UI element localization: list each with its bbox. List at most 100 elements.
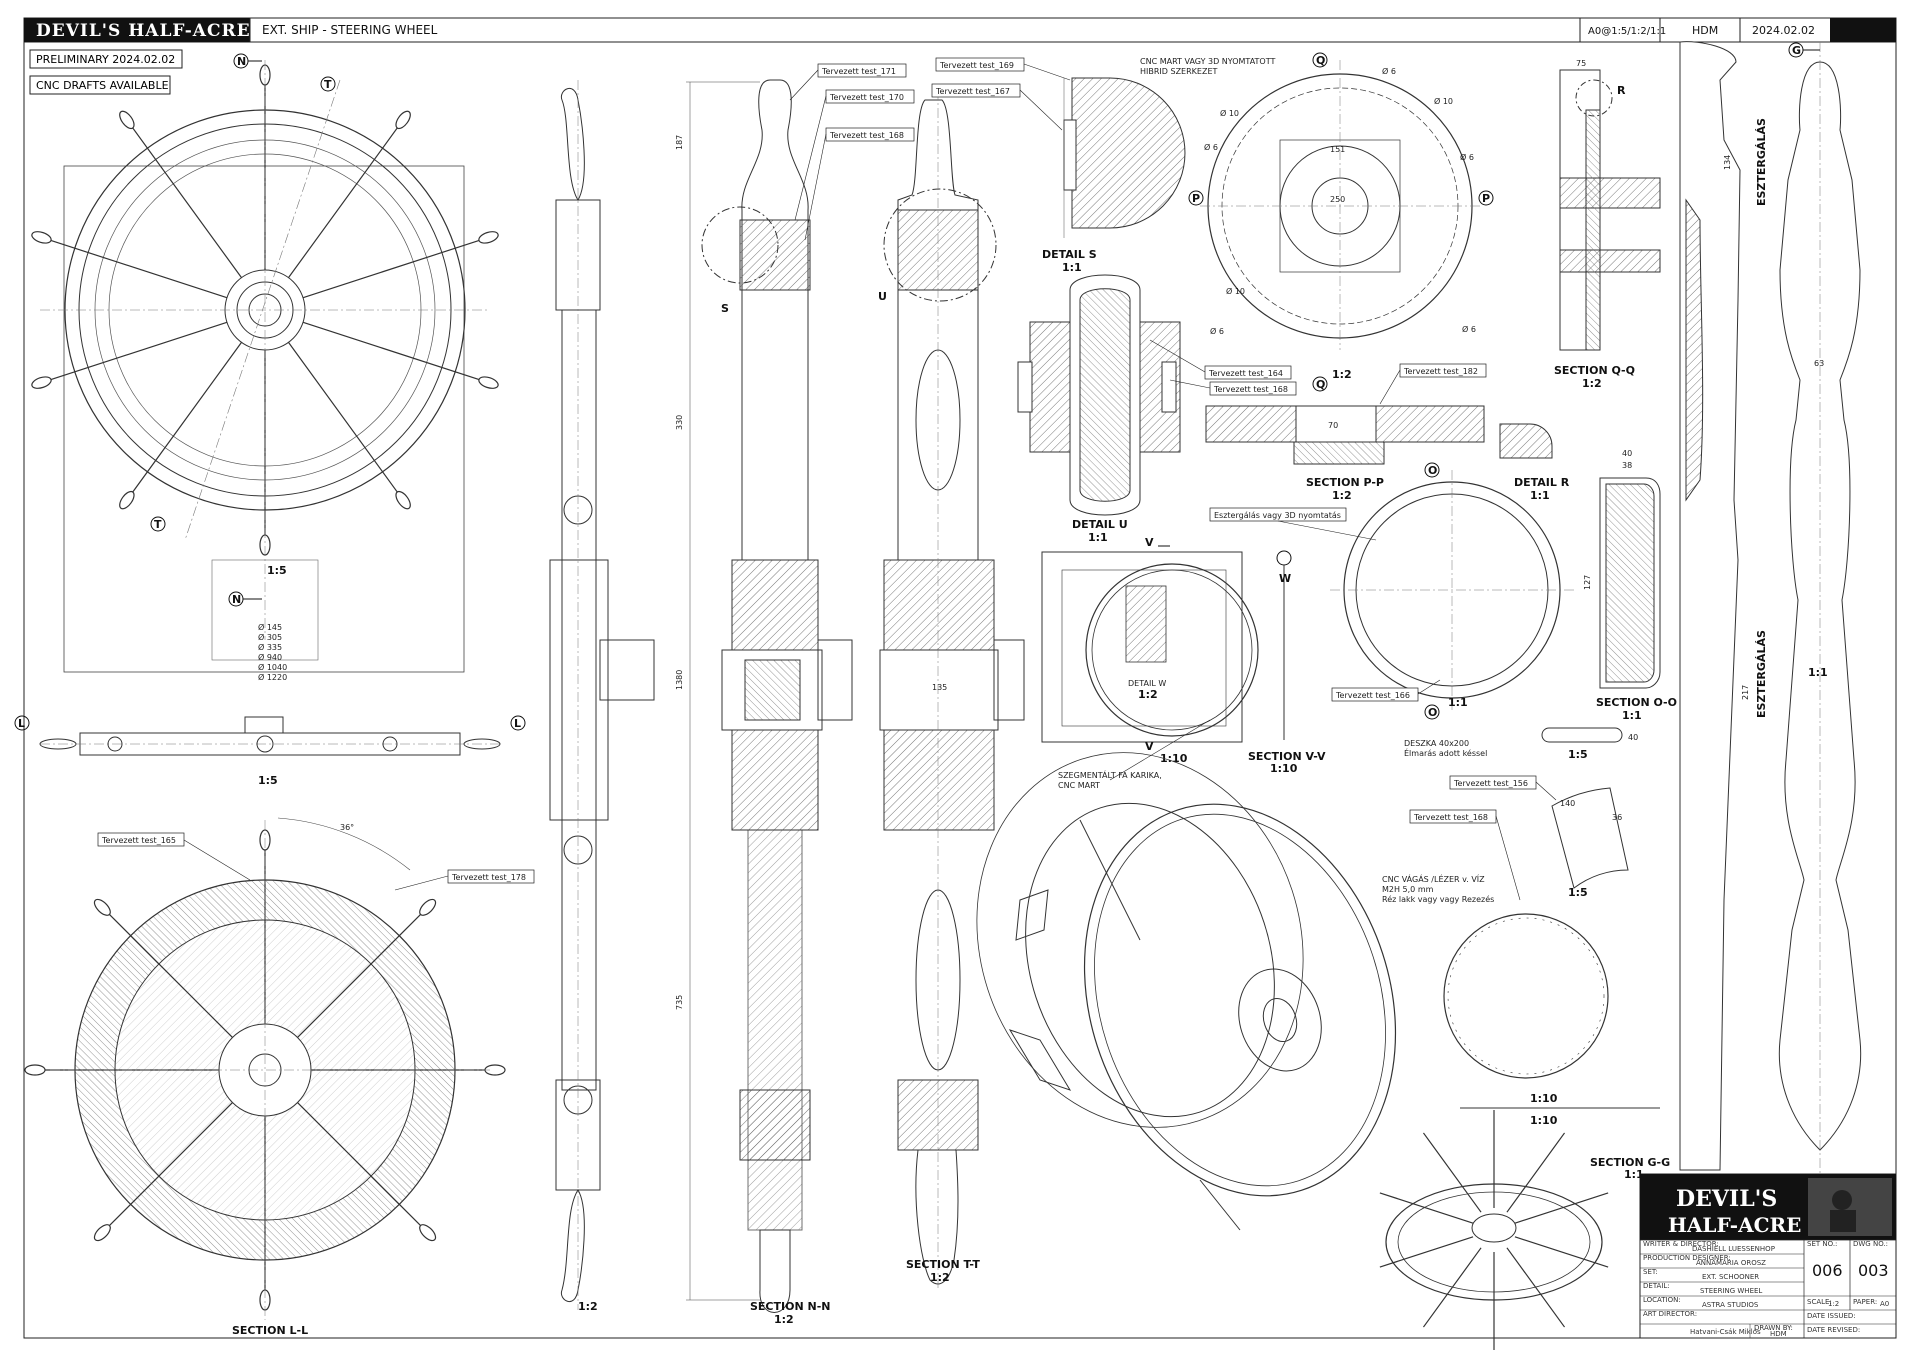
callout-test-165: Tervezett test_165 — [97, 832, 251, 881]
callout-test-170: Tervezett test_170 — [794, 89, 915, 221]
svg-text:127: 127 — [1583, 575, 1592, 590]
detail-w-scale: 1:2 — [1138, 688, 1158, 701]
tb-label-drawn: DRAWN BY: — [1754, 1324, 1793, 1332]
svg-text:O: O — [1428, 464, 1437, 477]
svg-text:DESZKA 40x200: DESZKA 40x200 — [1404, 739, 1469, 748]
section-gg-caption: SECTION G-G — [1590, 1156, 1670, 1169]
tb-label-revised: DATE REVISED: — [1807, 1326, 1860, 1334]
spoke-handle — [93, 898, 111, 916]
section-tt-dim-135: 135 — [932, 683, 947, 692]
tb-label-writer: WRITER & DIRECTOR: — [1643, 1240, 1719, 1248]
section-qq-dim-75: 75 — [1576, 59, 1586, 68]
front-view-scale: 1:5 — [267, 564, 287, 577]
svg-text:Tervezett test_168: Tervezett test_168 — [1213, 385, 1288, 394]
svg-text:Tervezett test_156: Tervezett test_156 — [1453, 779, 1528, 788]
svg-text:W: W — [1279, 572, 1291, 585]
brass-ring-drawing — [1443, 913, 1609, 1079]
svg-text:Ø 10: Ø 10 — [1220, 108, 1239, 118]
tb-set-no: 006 — [1812, 1261, 1843, 1280]
svg-text:T: T — [154, 518, 162, 531]
svg-text:N: N — [237, 55, 246, 68]
exploded-3d-view — [976, 752, 1397, 1231]
tb-production-designer: ANNAMARIA OROSZ — [1696, 1259, 1766, 1267]
turning-label-bottom: ESZTERGÁLÁS — [1755, 630, 1768, 718]
section-tt-caption: SECTION T-T — [906, 1258, 980, 1271]
svg-text:Réz lakk vagy vagy Rezezés: Réz lakk vagy vagy Rezezés — [1382, 894, 1494, 904]
segment-dim-140: 140 — [1560, 799, 1575, 808]
spoke-handle — [395, 110, 411, 130]
section-gg-dim-134: 134 — [1723, 155, 1732, 170]
callout-test-166: Tervezett test_166 — [1331, 679, 1441, 702]
segment-dim-36: 36 — [1612, 813, 1622, 822]
small-3d-wheel — [1379, 1110, 1609, 1350]
section-gg-drawing — [1679, 41, 1862, 1180]
callout-test-182: Tervezett test_182 — [1379, 363, 1487, 405]
svg-text:Élmarás adott késsel: Élmarás adott késsel — [1404, 747, 1487, 758]
tb-label-location: LOCATION: — [1643, 1296, 1681, 1304]
section-marker-n-top: N — [233, 53, 262, 69]
cnc-drafts-note: CNC DRAFTS AVAILABLE — [36, 79, 169, 92]
wheel-spoke — [297, 1102, 436, 1241]
svg-text:Ø 6: Ø 6 — [1382, 66, 1396, 76]
section-gg-inner-scale: 1:1 — [1808, 666, 1828, 679]
brass-ring-scale-2: 1:10 — [1530, 1114, 1558, 1127]
wheel-spoke — [31, 233, 228, 299]
section-marker-t-top: T — [320, 76, 336, 92]
detail-r-scale: 1:1 — [1530, 489, 1550, 502]
rim-ring-drawing — [1330, 470, 1574, 710]
tb-drawn-by: HDM — [1770, 1330, 1787, 1338]
svg-text:N: N — [232, 593, 241, 606]
svg-text:Q: Q — [1316, 54, 1325, 67]
section-marker-p-left: P — [1188, 190, 1204, 206]
detail-s-drawing — [1063, 77, 1186, 238]
section-marker-w: W — [1279, 572, 1291, 585]
wheel-spoke — [1379, 1236, 1474, 1268]
tb-detail: STEERING WHEEL — [1700, 1287, 1762, 1295]
plank-scale: 1:5 — [1568, 748, 1588, 761]
section-pp-caption: SECTION P-P — [1306, 476, 1384, 489]
top-view-scale: 1:5 — [258, 774, 278, 787]
hub-note: CNC MART VAGY 3D NYOMTATOTT HIBRID SZERK… — [1140, 57, 1275, 76]
title-logo-line2: HALF-ACRE — [1668, 1213, 1801, 1237]
section-marker-o-top: O — [1424, 462, 1440, 478]
svg-text:Ø 940: Ø 940 — [258, 652, 282, 662]
header-end-block — [1830, 18, 1896, 42]
title-block — [1639, 1173, 1897, 1339]
detail-u-scale: 1:1 — [1088, 531, 1108, 544]
svg-text:Tervezett test_171: Tervezett test_171 — [821, 67, 896, 76]
front-view-diameter-dims: Ø 145 Ø 305 Ø 335 Ø 940 Ø 1040 Ø 1220 — [258, 622, 287, 682]
section-nn-dims: 187 330 1380 735 — [675, 135, 684, 1010]
svg-text:U: U — [878, 290, 887, 303]
spoke-handle — [31, 376, 52, 389]
section-marker-l-right: L — [510, 715, 526, 731]
section-ll-wheel — [24, 817, 506, 1320]
svg-text:Esztergálás vagy 3D nyomtatás: Esztergálás vagy 3D nyomtatás — [1214, 511, 1341, 520]
section-oo-drawing — [1599, 477, 1661, 689]
turning-note: Esztergálás vagy 3D nyomtatás — [1209, 507, 1377, 541]
svg-text:Tervezett test_178: Tervezett test_178 — [451, 873, 526, 882]
preliminary-note: PRELIMINARY 2024.02.02 — [36, 53, 175, 66]
svg-text:L: L — [18, 717, 25, 730]
svg-text:1380: 1380 — [675, 670, 684, 690]
tb-label-prod: PRODUCTION DESIGNER: — [1643, 1254, 1731, 1262]
section-ll-angle: 36° — [340, 823, 354, 832]
section-nn-caption: SECTION N-N — [750, 1300, 830, 1313]
section-marker-s: S — [721, 302, 729, 315]
svg-text:CNC MART VAGY 3D NYOMTATOTT: CNC MART VAGY 3D NYOMTATOTT — [1140, 57, 1275, 66]
callout-test-168-nn: Tervezett test_168 — [804, 127, 915, 241]
section-marker-n-bottom: N — [228, 591, 262, 607]
section-vv-drawing — [1276, 550, 1292, 740]
svg-text:R: R — [1617, 84, 1626, 97]
svg-text:Tervezett test_167: Tervezett test_167 — [935, 87, 1010, 96]
hub-plan-drawing — [1200, 60, 1480, 350]
header-drawn-by: HDM — [1692, 24, 1718, 37]
svg-text:Ø 335: Ø 335 — [258, 642, 282, 652]
svg-text:SZEGMENTÁLT FA KARIKA,: SZEGMENTÁLT FA KARIKA, — [1058, 769, 1162, 780]
wheel-spoke — [297, 899, 436, 1038]
section-marker-t-bottom: T — [150, 516, 166, 532]
callout-test-168-ring: Tervezett test_168 — [1409, 809, 1521, 901]
section-marker-u: U — [878, 290, 887, 303]
svg-text:T: T — [324, 78, 332, 91]
svg-text:38: 38 — [1622, 461, 1632, 470]
spoke-handle — [478, 231, 499, 244]
